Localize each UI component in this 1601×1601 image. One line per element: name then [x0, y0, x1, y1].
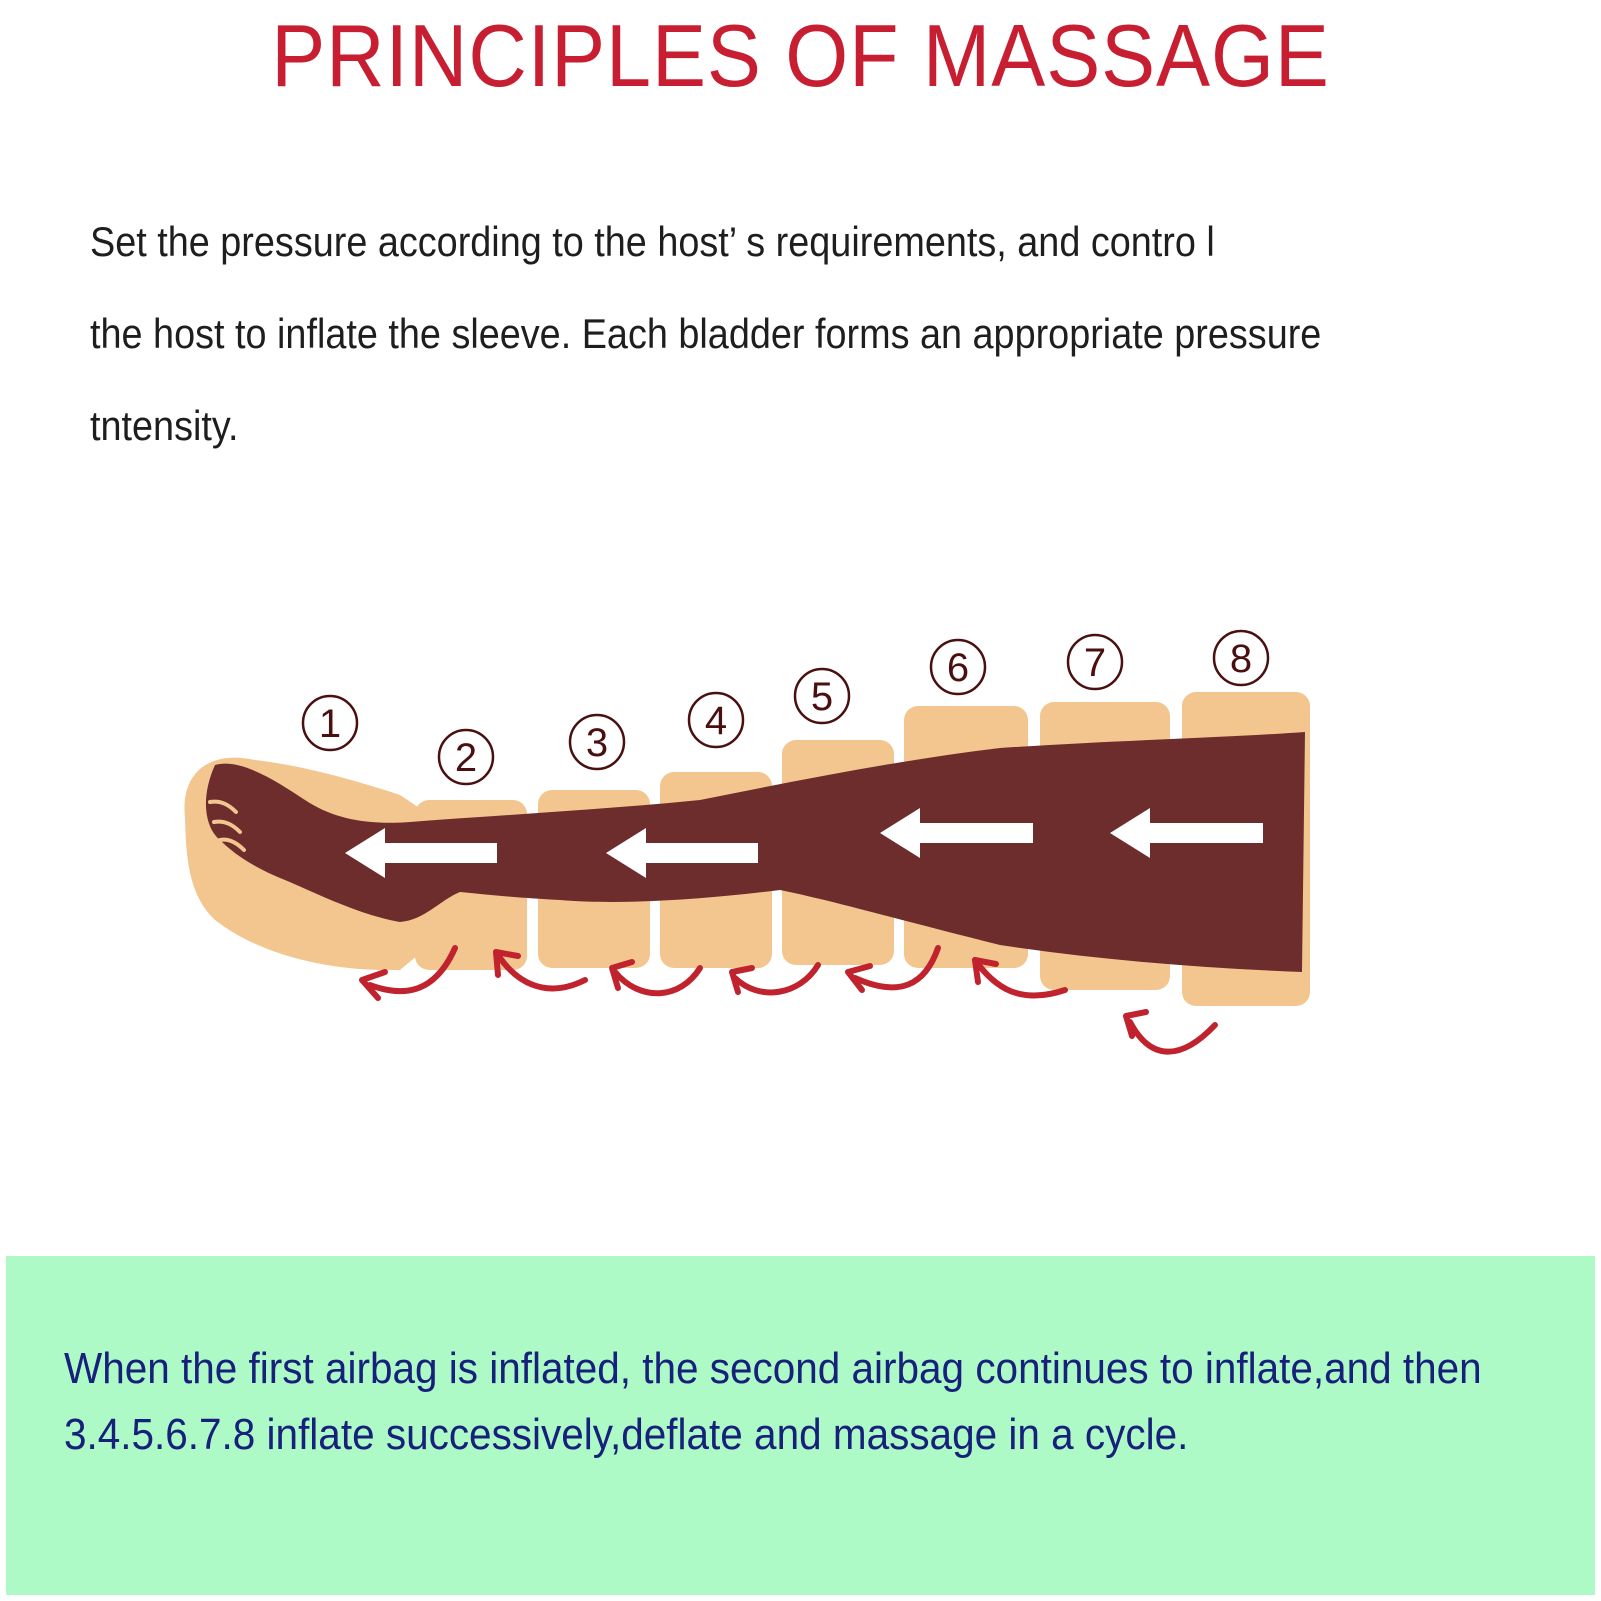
footer-panel: When the first airbag is inflated, the s… — [6, 1256, 1595, 1595]
svg-text:4: 4 — [705, 699, 727, 743]
deflate-arrow-icon — [845, 945, 941, 993]
description-line: Set the pressure according to the host’ … — [90, 218, 1215, 265]
deflate-arrow-icon — [493, 949, 588, 992]
deflate-arrow-icon — [1123, 1009, 1218, 1055]
massage-diagram: 1 2 3 4 5 6 7 8 — [184, 629, 1310, 1055]
chamber-label-6: 6 — [929, 638, 987, 696]
footer-text: When the first airbag is inflated, the s… — [64, 1336, 1482, 1468]
deflate-arrow-icon — [729, 962, 821, 996]
chamber-label-8: 8 — [1212, 629, 1270, 687]
description-line: tntensity. — [90, 402, 239, 449]
flow-arrow-icon — [880, 808, 1033, 858]
svg-text:3: 3 — [586, 721, 608, 765]
footer-line: When the first airbag is inflated, the s… — [64, 1344, 1482, 1393]
flow-arrows — [345, 808, 1263, 878]
chamber-label-1: 1 — [301, 694, 359, 752]
deflate-arrows — [359, 945, 1218, 1055]
page-title: PRINCIPLES OF MASSAGE — [271, 6, 1330, 105]
deflate-arrow-icon — [359, 945, 458, 1001]
svg-text:6: 6 — [947, 646, 969, 690]
chamber-label-4: 4 — [687, 691, 745, 749]
chamber-label-3: 3 — [568, 713, 626, 771]
svg-text:8: 8 — [1230, 637, 1252, 681]
flow-arrow-icon — [345, 828, 497, 878]
chamber-label-7: 7 — [1066, 633, 1124, 691]
description: Set the pressure according to the host’ … — [90, 196, 1404, 472]
svg-text:5: 5 — [811, 675, 833, 719]
chamber-label-2: 2 — [437, 728, 495, 786]
chamber-labels: 1 2 3 4 5 6 7 8 — [301, 629, 1270, 786]
flow-arrow-icon — [606, 828, 758, 878]
toe-lines — [208, 799, 246, 852]
svg-text:2: 2 — [455, 736, 477, 780]
footer-line: 3.4.5.6.7.8 inflate successively,deflate… — [64, 1410, 1189, 1459]
deflate-arrow-icon — [609, 959, 703, 997]
svg-text:7: 7 — [1084, 641, 1106, 685]
flow-arrow-icon — [1110, 808, 1263, 858]
chamber-label-5: 5 — [793, 667, 851, 725]
deflate-arrow-icon — [972, 957, 1068, 999]
description-line: the host to inflate the sleeve. Each bla… — [90, 310, 1322, 357]
svg-text:1: 1 — [319, 702, 341, 746]
